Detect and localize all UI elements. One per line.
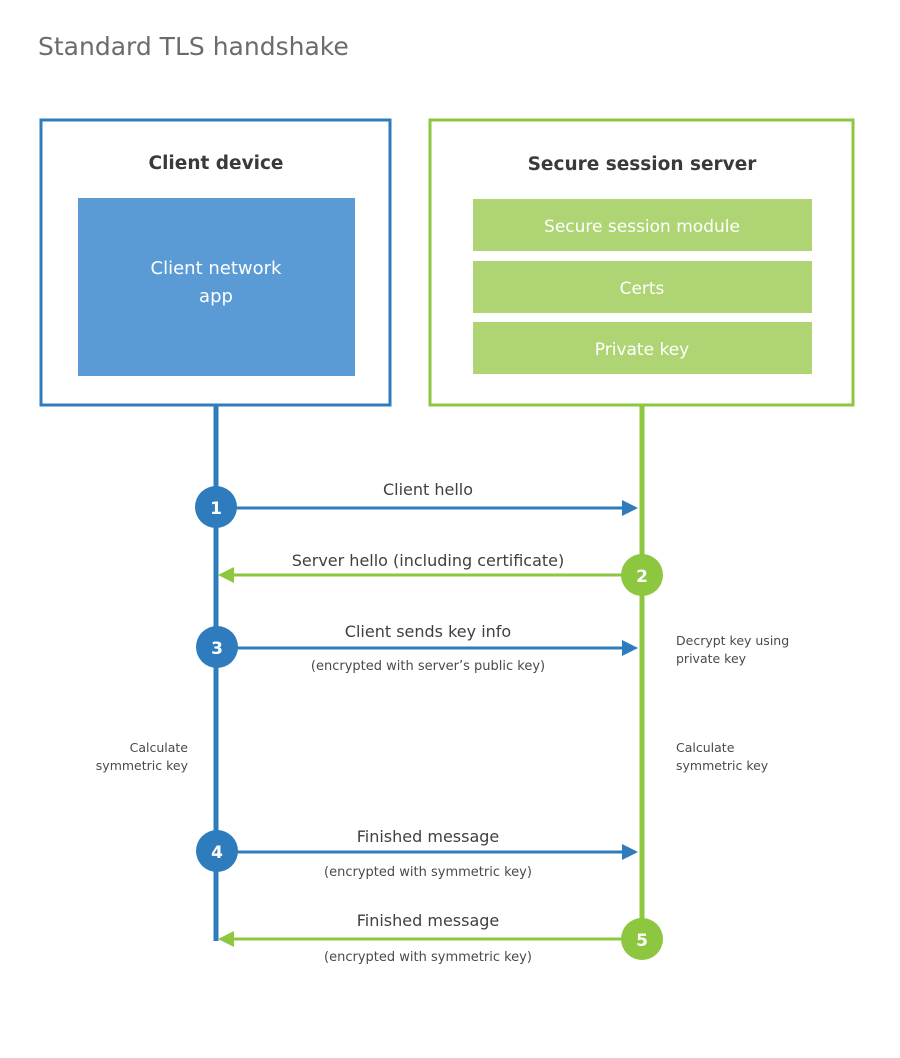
calc-right-line2: symmetric key	[676, 758, 769, 773]
step-2-arrowhead	[218, 567, 234, 583]
client-device-title: Client device	[149, 153, 284, 174]
server-bar-secure-session-module	[473, 199, 812, 251]
step-5-label: Finished message	[357, 911, 500, 930]
secure-session-server-title: Secure session server	[528, 154, 758, 175]
step-2-label: Server hello (including certificate)	[292, 551, 564, 570]
server-bar-label-2: Private key	[595, 340, 689, 360]
calculate-symmetric-key-client-annotation: Calculate symmetric key	[96, 740, 189, 773]
server-bar-certs	[473, 261, 812, 313]
decrypt-key-line2: private key	[676, 651, 747, 666]
step-5-group: Finished message (encrypted with symmetr…	[218, 911, 663, 965]
decrypt-key-annotation: Decrypt key using private key	[676, 633, 789, 666]
step-2-number: 2	[636, 567, 648, 587]
step-3-group: Client sends key info (encrypted with se…	[196, 622, 638, 674]
step-4-group: Finished message (encrypted with symmetr…	[196, 827, 638, 880]
server-bar-label-0: Secure session module	[544, 217, 740, 237]
step-4-number: 4	[211, 843, 223, 863]
decrypt-key-line1: Decrypt key using	[676, 633, 789, 648]
step-1-group: Client hello 1	[195, 480, 638, 528]
client-network-app-block	[78, 198, 355, 376]
calc-right-line1: Calculate	[676, 740, 735, 755]
step-5-sublabel: (encrypted with symmetric key)	[324, 950, 532, 965]
step-4-arrowhead	[622, 844, 638, 860]
step-2-group: Server hello (including certificate) 2	[218, 551, 663, 596]
calculate-symmetric-key-server-annotation: Calculate symmetric key	[676, 740, 769, 773]
step-5-marker	[621, 918, 663, 960]
step-1-marker	[195, 486, 237, 528]
client-network-app-label-line1: Client network	[151, 258, 283, 279]
step-1-number: 1	[210, 499, 222, 519]
step-4-label: Finished message	[357, 827, 500, 846]
step-4-marker	[196, 830, 238, 872]
calc-left-line2: symmetric key	[96, 758, 189, 773]
page-title: Standard TLS handshake	[38, 32, 349, 61]
step-4-sublabel: (encrypted with symmetric key)	[324, 865, 532, 880]
step-5-number: 5	[636, 931, 648, 951]
step-3-sublabel: (encrypted with server’s public key)	[311, 659, 545, 674]
client-network-app-label-line2: app	[199, 286, 233, 307]
step-3-number: 3	[211, 639, 223, 659]
secure-session-server-box: Secure session server Secure session mod…	[428, 118, 855, 407]
step-3-arrowhead	[622, 640, 638, 656]
step-3-label: Client sends key info	[345, 622, 511, 641]
server-bar-label-1: Certs	[620, 279, 665, 299]
step-2-marker	[621, 554, 663, 596]
step-3-marker	[196, 626, 238, 668]
client-device-box: Client device Client network app	[39, 118, 392, 407]
calc-left-line1: Calculate	[130, 740, 189, 755]
server-bar-private-key	[473, 322, 812, 374]
step-5-arrowhead	[218, 931, 234, 947]
step-1-label: Client hello	[383, 480, 473, 499]
step-1-arrowhead	[622, 500, 638, 516]
